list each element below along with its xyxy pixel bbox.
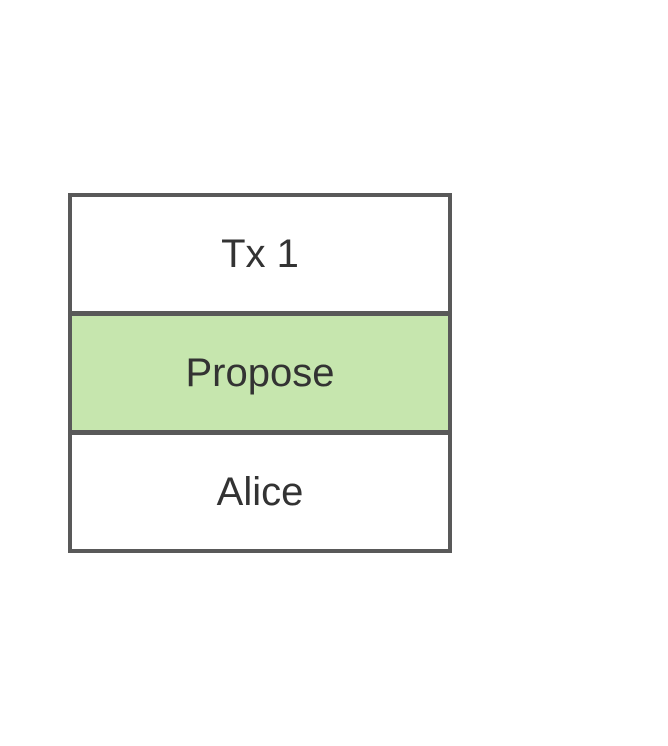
tx-id-cell: Tx 1: [72, 197, 448, 311]
divider: [72, 311, 448, 316]
tx-id-label: Tx 1: [221, 231, 299, 276]
action-cell: Propose: [72, 316, 448, 430]
divider: [72, 430, 448, 435]
actor-label: Alice: [216, 469, 304, 514]
transaction-block: Tx 1 Propose Alice: [68, 193, 452, 553]
actor-cell: Alice: [72, 435, 448, 549]
action-label: Propose: [185, 350, 335, 395]
